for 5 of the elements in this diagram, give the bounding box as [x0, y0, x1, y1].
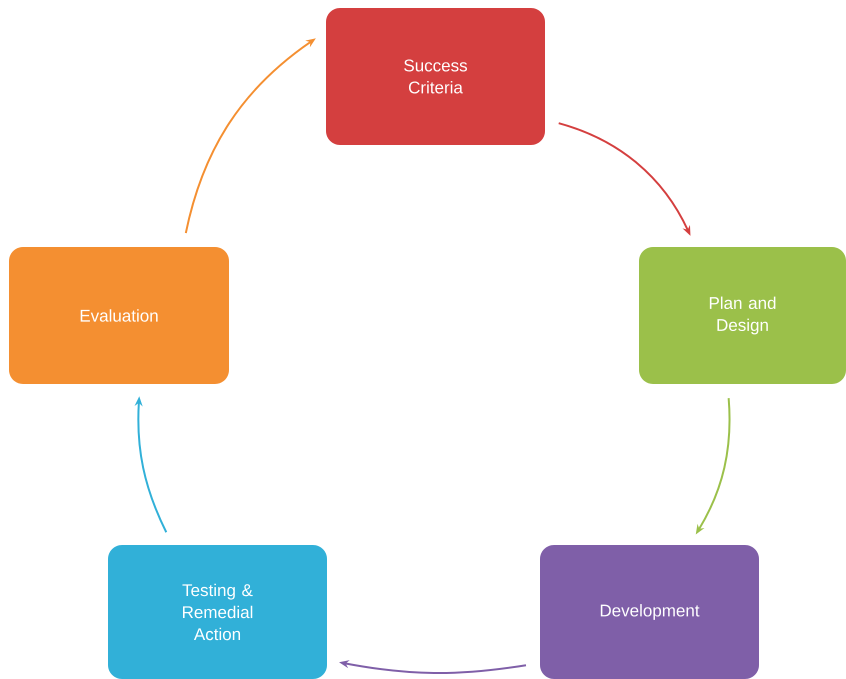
process-box: Evaluation [9, 247, 229, 384]
process-box: Testing & Remedial Action [108, 544, 327, 679]
process-box: Development [540, 544, 759, 679]
process-box: Success Criteria [326, 8, 545, 145]
process-box: Plan and Design [639, 247, 846, 384]
